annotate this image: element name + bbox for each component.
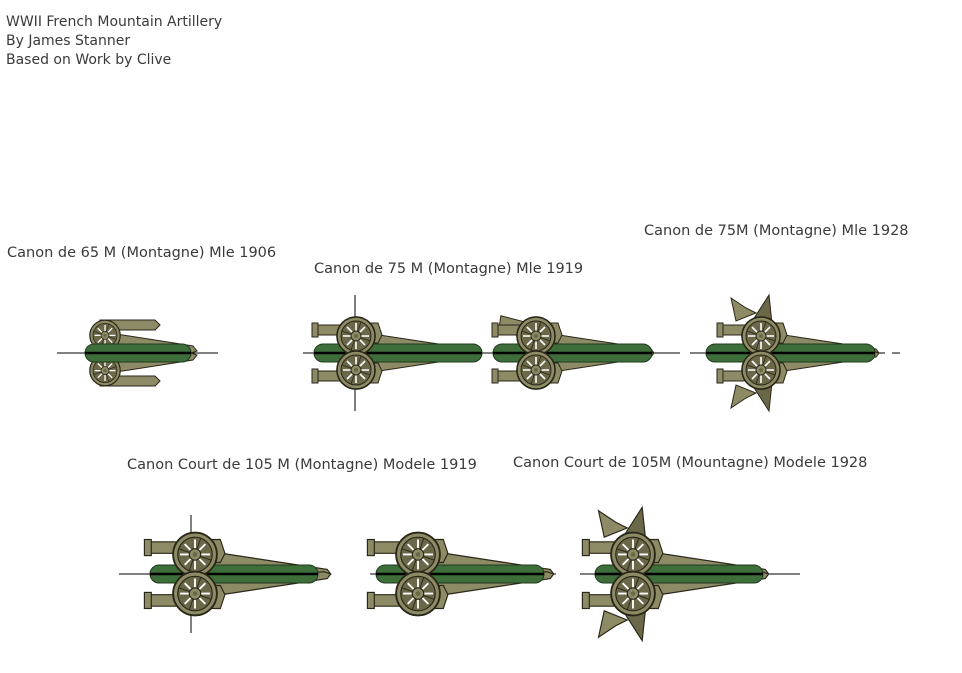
label-canon-65-mle-1906: Canon de 65 M (Montagne) Mle 1906 bbox=[7, 245, 277, 261]
label-canon-court-105-mle-1928: Canon Court de 105M (Mountagne) Modele 1… bbox=[513, 455, 868, 471]
credits-block: WWII French Mountain Artillery By James … bbox=[6, 13, 222, 70]
label-canon-75-mle-1919: Canon de 75 M (Montagne) Mle 1919 bbox=[314, 261, 584, 277]
sheet-title: WWII French Mountain Artillery bbox=[6, 14, 223, 30]
author-credit: By James Stanner bbox=[6, 33, 131, 49]
label-canon-75-mle-1928: Canon de 75M (Montagne) Mle 1928 bbox=[644, 223, 909, 239]
label-canon-court-105-mle-1919: Canon Court de 105 M (Montagne) Modele 1… bbox=[127, 457, 477, 473]
source-credit: Based on Work by Clive bbox=[6, 52, 172, 68]
